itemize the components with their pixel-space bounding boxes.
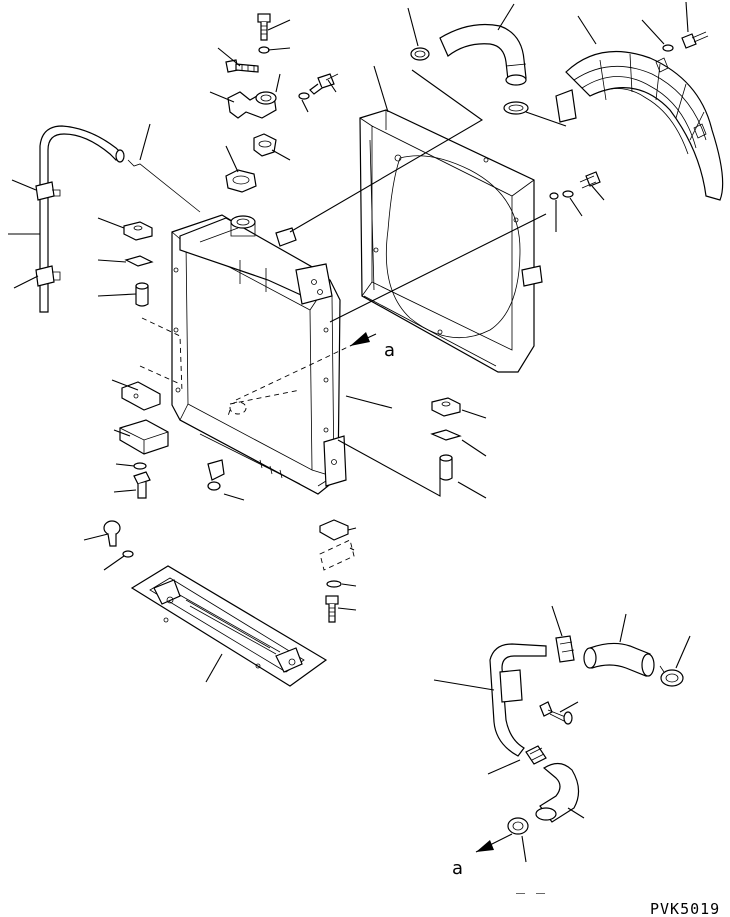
hose-clamp-3: [555, 635, 575, 663]
mount-sleeve: [319, 539, 355, 571]
hose-clamp-5: [525, 745, 547, 765]
bolt-lower: [325, 595, 339, 623]
drawing-code: PVK5019: [650, 900, 720, 917]
nut-plate-lower: [319, 519, 349, 541]
hose-clamp-2: [503, 101, 529, 115]
washer-left: [133, 462, 147, 470]
nut-plate-1: [123, 221, 153, 241]
bolt-left: [133, 471, 151, 499]
overflow-tube: [35, 125, 201, 313]
plate-left: [121, 381, 161, 411]
spacer-1: [135, 282, 149, 307]
footer-mark: _ _: [516, 876, 546, 894]
side-bracket: [295, 263, 333, 305]
bolt-bottom-left: [103, 520, 121, 547]
washer-top-2: [298, 92, 310, 100]
nut-plate-2: [124, 255, 154, 267]
washer-bottom-left: [122, 550, 134, 558]
radiator-assembly: [139, 214, 347, 495]
nut-plate-right-2: [430, 429, 462, 441]
fan-shroud: [359, 109, 543, 373]
radiator-cap: [225, 169, 257, 193]
hose-clamp-6: [507, 817, 529, 835]
lower-hose-1: [583, 642, 655, 677]
bolt-top-2: [225, 59, 259, 73]
arrow-label-lower: a: [452, 858, 463, 879]
washer-shroud-1: [562, 190, 574, 198]
upper-hose: [439, 23, 527, 86]
bolt-shroud: [579, 171, 601, 189]
angle-bracket: [119, 419, 169, 455]
washer-top-1: [258, 46, 270, 54]
hose-clamp-4: [659, 665, 684, 687]
filler-neck: [230, 215, 256, 237]
overflow-pipe-bracket: [227, 91, 277, 119]
arrow-a-upper: a: [235, 332, 395, 401]
lower-pipe: [489, 643, 547, 757]
bolt-top-3: [309, 73, 339, 95]
fan-guard: [555, 51, 724, 201]
leader-lines: [8, 1, 691, 863]
hose-clamp-1: [410, 47, 430, 61]
arrow-a-lower: a: [452, 833, 513, 879]
drain-cock: [207, 459, 225, 491]
washer-lower: [326, 580, 342, 588]
nut-plate-right-1: [431, 397, 461, 417]
bolt-guard: [681, 31, 709, 49]
arrow-label-upper: a: [384, 340, 395, 361]
washer-shroud-2: [549, 192, 559, 200]
cap-gasket: [253, 133, 277, 157]
spacer-right: [439, 454, 453, 481]
pipe-bolt: [539, 701, 573, 725]
bottom-plate: [130, 565, 328, 687]
lower-hose-2: [535, 762, 580, 823]
bolt-top-1: [257, 13, 271, 41]
washer-guard: [662, 44, 674, 52]
